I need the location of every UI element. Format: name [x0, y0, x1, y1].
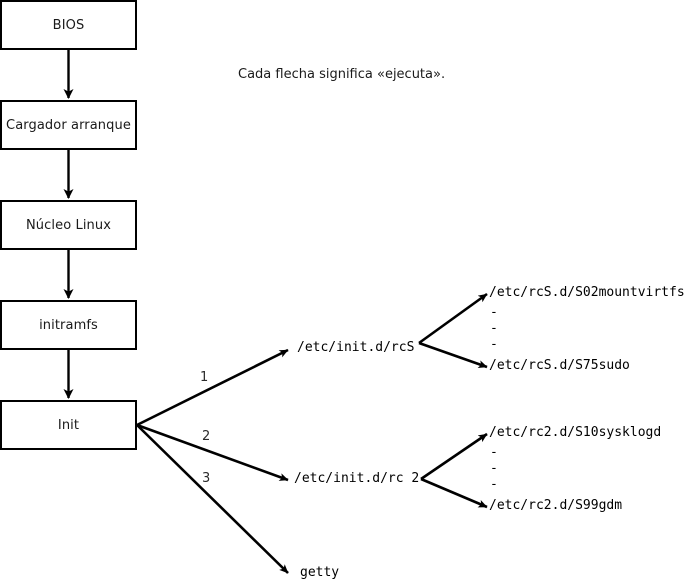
box-kernel[interactable]: Núcleo Linux — [0, 200, 137, 250]
label-init-d-rcs[interactable]: /etc/init.d/rcS — [297, 340, 415, 355]
label-getty[interactable]: getty — [300, 565, 340, 580]
box-bios-label: BIOS — [52, 17, 85, 33]
box-initramfs[interactable]: initramfs — [0, 300, 137, 350]
box-bootloader-label: Cargador arranque — [6, 117, 131, 133]
label-init-d-rc2[interactable]: /etc/init.d/rc 2 — [294, 471, 420, 486]
arrow-rcs-to-last-script — [418, 341, 488, 369]
box-bios[interactable]: BIOS — [0, 0, 137, 50]
rc2-ellipsis-dash-1: - — [490, 445, 498, 460]
label-rc2-first-script[interactable]: /etc/rc2.d/S10sysklogd — [489, 425, 662, 440]
box-initramfs-label: initramfs — [39, 317, 98, 333]
rc2-ellipsis-dash-2: - — [490, 461, 498, 476]
arrow-init-to-rcs — [136, 348, 289, 427]
arrow-rc2-to-first-script — [420, 432, 488, 481]
rcs-ellipsis-dash-3: - — [490, 337, 498, 352]
branch-number-2: 2 — [202, 429, 211, 444]
arrow-init-to-getty — [136, 424, 289, 574]
rc2-ellipsis-dash-3: - — [490, 477, 498, 492]
arrow-rcs-to-first-script — [418, 292, 488, 345]
branch-number-3: 3 — [202, 471, 211, 486]
rcs-ellipsis-dash-1: - — [490, 305, 498, 320]
arrow-init-to-rc2 — [136, 423, 289, 482]
label-rcs-first-script[interactable]: /etc/rcS.d/S02mountvirtfs — [489, 285, 684, 300]
label-rcs-last-script[interactable]: /etc/rcS.d/S75sudo — [489, 358, 630, 373]
box-init-label: Init — [57, 417, 80, 433]
box-kernel-label: Núcleo Linux — [25, 217, 112, 233]
branch-number-1: 1 — [200, 370, 209, 385]
arrow-rc2-to-last-script — [420, 477, 488, 509]
label-rc2-last-script[interactable]: /etc/rc2.d/S99gdm — [489, 498, 623, 513]
diagram-caption: Cada flecha significa «ejecuta». — [238, 67, 446, 82]
box-init[interactable]: Init — [0, 400, 137, 450]
rcs-ellipsis-dash-2: - — [490, 321, 498, 336]
box-bootloader[interactable]: Cargador arranque — [0, 100, 137, 150]
